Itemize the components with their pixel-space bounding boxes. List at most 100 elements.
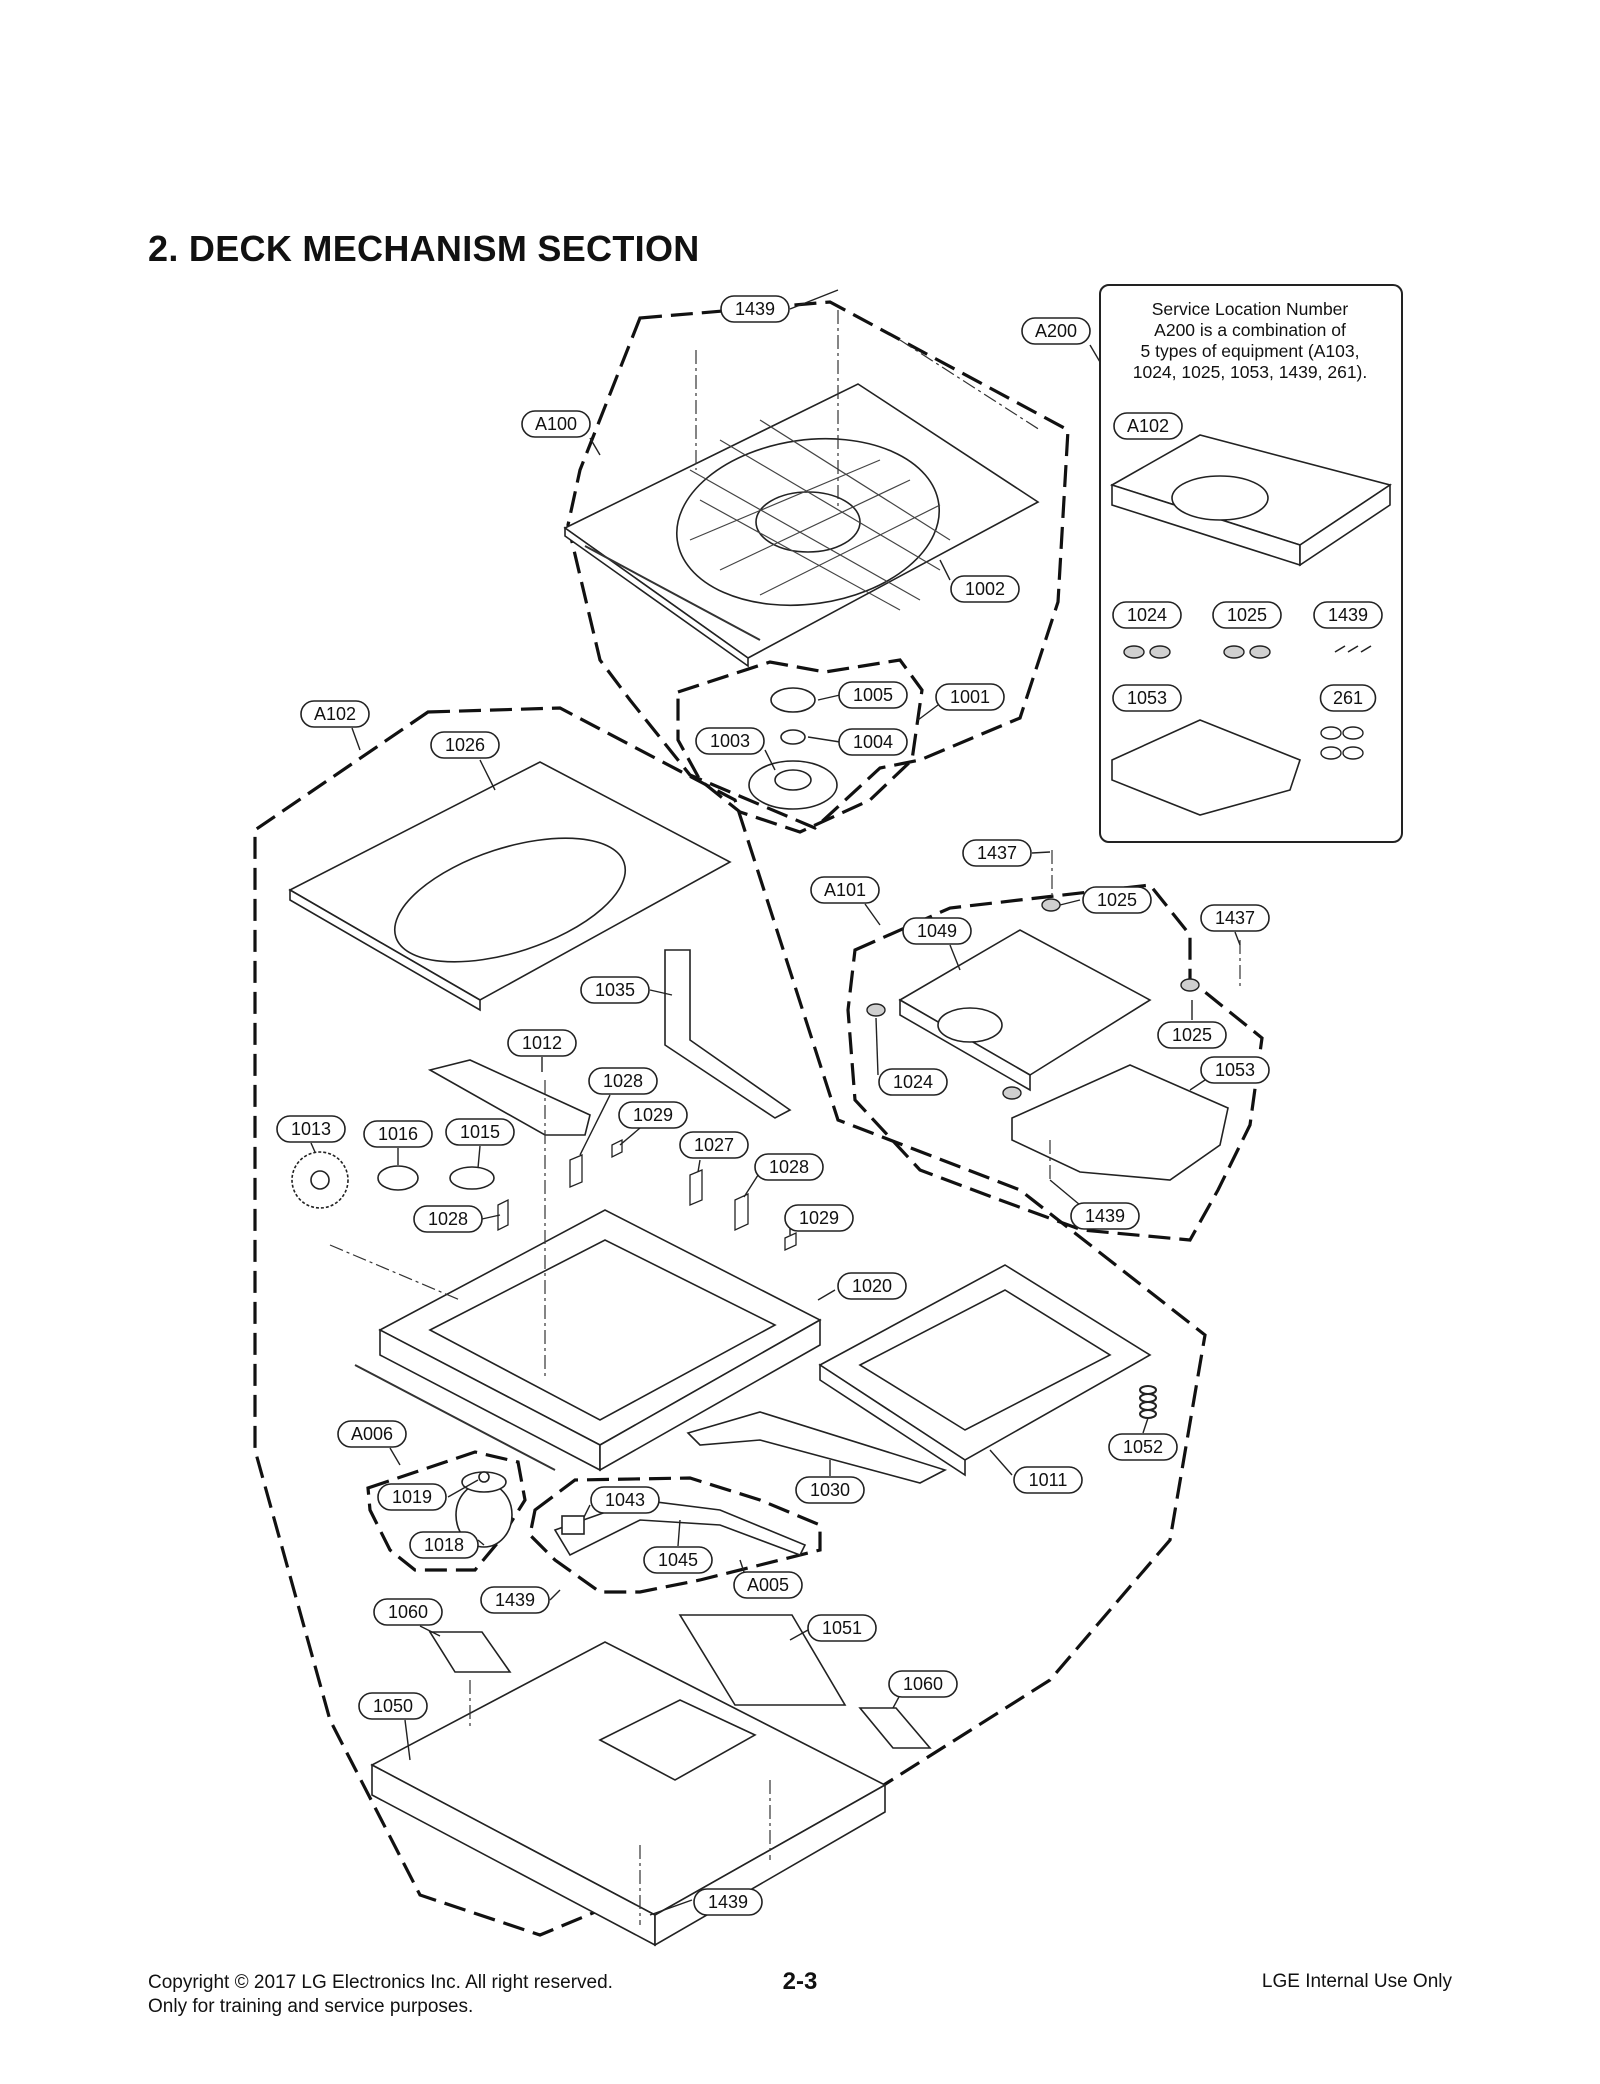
callout-label: 1019 [392,1487,432,1507]
callout-leader [875,1017,879,1076]
callout-label: 1060 [388,1602,428,1622]
callout-leader [310,1142,316,1153]
callout-1050: 1050 [358,1692,428,1761]
callout-1016: 1016 [363,1120,433,1165]
callout-label: 1005 [853,685,893,705]
callout-1020: 1020 [817,1272,907,1301]
callout-leader [764,749,776,771]
callout-label: 1060 [903,1674,943,1694]
callout-leader [743,1171,761,1198]
spindle-part-1005 [770,687,816,713]
loader-spindle [937,1007,1003,1043]
callout-1439: 1439 [649,1888,763,1916]
callout-1028: 1028 [579,1067,658,1156]
callout-1060: 1060 [373,1598,443,1637]
callout-pill [1070,1202,1140,1230]
callout-label: 1053 [1127,688,1167,708]
callout-pill [1157,1021,1227,1049]
callout-pill [409,1531,479,1559]
page-number: 2-3 [782,1968,818,1995]
callout-label: 1439 [708,1892,748,1912]
callout-leader [864,903,881,926]
callout-1028: 1028 [743,1153,824,1198]
belt-1015 [449,1166,495,1190]
callout-1439: 1439 [1313,601,1383,629]
motor-pulley-1019 [478,1471,490,1483]
callout-label: A101 [824,880,866,900]
callout-label: 1049 [917,921,957,941]
callout-label: 1012 [522,1033,562,1053]
callout-pill [337,1420,407,1448]
callout-1015: 1015 [445,1118,515,1169]
callout-leader [807,736,841,743]
callout-leader [989,1449,1013,1476]
callout-pill [695,727,765,755]
callout-leader [649,989,673,996]
inset-damper-icons [1123,645,1271,659]
callout-pill [588,1067,658,1095]
callout-a006: A006 [337,1420,407,1466]
callout-leader [649,1899,693,1916]
callout-pill [902,917,972,945]
loader-tray-front [289,888,481,1012]
flat-cable-1035 [664,949,792,1119]
callout-261: 261 [1319,684,1377,712]
loader-unit-front [899,998,1031,1092]
callout-label: 1025 [1097,890,1137,910]
callout-1439: 1439 [1049,1179,1140,1230]
callout-pill [480,1586,550,1614]
callout-1053: 1053 [1112,684,1182,712]
footer-copyright-block: Copyright © 2017 LG Electronics Inc. All… [148,1971,613,2019]
callout-1003: 1003 [695,727,776,771]
callout-a102: A102 [1113,412,1183,440]
callout-label: A005 [747,1575,789,1595]
callout-label: 1003 [710,731,750,751]
service-note-line: A200 is a combination of [1154,320,1346,340]
callout-pill [358,1692,428,1720]
callout-leader [817,694,841,701]
callout-pill [733,1571,803,1599]
callout-leader [479,759,496,791]
footer-internal: LGE Internal Use Only [1261,1971,1452,1992]
callout-leader [619,1127,641,1146]
callout-label: 1045 [658,1550,698,1570]
callout-label: 1025 [1227,605,1267,625]
callout-pill [373,1598,443,1626]
callout-pill [521,410,591,438]
callout-label: 1024 [1127,605,1167,625]
callout-1013: 1013 [276,1115,346,1153]
callout-label: 1011 [1029,1470,1068,1490]
callout-pill [1108,1433,1178,1461]
callout-1025: 1025 [1059,886,1152,914]
callout-label: 1439 [1085,1206,1125,1226]
callout-leader [789,1629,809,1641]
callout-1060: 1060 [888,1670,958,1709]
callout-label: 1439 [1328,605,1368,625]
disc-tray-front [564,526,749,668]
callout-leader [477,1145,481,1169]
spring-1052 [1139,1385,1157,1419]
callout-leader [817,1289,836,1301]
callout-pill [679,1131,749,1159]
callout-pill [693,1888,763,1916]
callout-pill [1212,601,1282,629]
ring-part-1004 [780,729,806,745]
rubber-dampers [866,898,1200,1100]
callout-label: 1043 [605,1490,645,1510]
callout-leader [697,1159,701,1173]
a102-inset-right [1299,483,1391,567]
callout-label: 1439 [735,299,775,319]
callout-label: 1051 [822,1618,862,1638]
callout-leader [1089,344,1101,363]
bottom-cover-recess [598,1699,757,1781]
insulator-1060-right [858,1707,932,1749]
callout-label: 1028 [603,1071,643,1091]
callout-1437: 1437 [1200,904,1270,946]
callout-leader [1234,931,1241,946]
callout-pill [837,1272,907,1300]
callout-a005: A005 [733,1559,803,1599]
callout-leader [677,1519,681,1547]
callout-1024: 1024 [875,1017,948,1096]
callout-leader [1059,899,1081,906]
